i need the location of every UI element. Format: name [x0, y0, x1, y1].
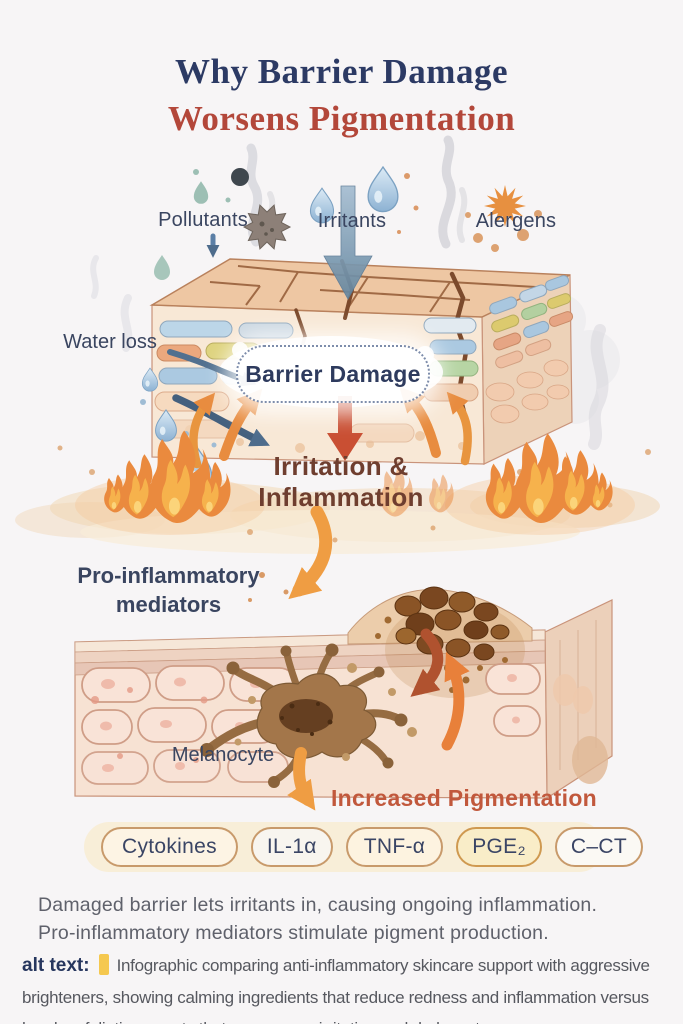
soot-dot-icon [231, 168, 249, 186]
water-loss-label: Water loss [63, 331, 157, 353]
increased-pigmentation-label: Increased Pigmentation [330, 785, 598, 811]
inflammation-text: Irritation & Inflammation [221, 451, 461, 513]
hazard-label-pollutants: Pollutants [158, 209, 248, 231]
melanocyte-label: Melanocyte [171, 744, 275, 766]
mediators-down-arrow [288, 505, 333, 600]
pigment-patch [394, 586, 510, 661]
hazard-label-allergens: Alergens [475, 210, 557, 232]
barrier-damage-label: Barrier Damage [245, 360, 421, 387]
alt-text-label: alt text: [22, 955, 90, 976]
mediator-specks [248, 572, 289, 602]
water-drop-icons [154, 166, 419, 280]
flames-right-icon [445, 433, 635, 535]
pollutant-particle-icon [242, 204, 292, 250]
caption-line1: Damaged barrier lets irritants in, causi… [38, 894, 598, 916]
pill-il-1-alpha: IL-1α [250, 827, 333, 867]
smoke-wisps-icon [90, 135, 609, 450]
mediators-text: Pro-inflammatory mediators [56, 561, 281, 619]
page-title-line2: Worsens Pigmentation [167, 99, 516, 138]
alt-text-line3: harsh exfoliating agents that can worsen… [22, 1019, 493, 1024]
flames-left-icon [75, 430, 265, 535]
allergen-starburst-icon [465, 185, 542, 252]
pill-c-ct: C–CT [554, 827, 643, 867]
pigmentation-down-arrow [287, 747, 316, 811]
text-cursor-icon [98, 954, 109, 975]
mediators-line1: Pro-inflammatory [77, 563, 260, 588]
barrier-damage-callout: Barrier Damage [236, 345, 430, 403]
mediators-line2: mediators [115, 592, 222, 617]
melanocyte-cell [200, 643, 417, 788]
pill-tnf-alpha: TNF-α [345, 827, 444, 867]
inflammation-line2: Inflammation [258, 482, 424, 512]
pigment-up-arrow [441, 651, 470, 751]
alt-text-line2: brighteners, showing calming ingredients… [22, 987, 649, 1007]
alt-text-line1: Infographic comparing anti-inflammatory … [116, 956, 650, 975]
mediator-into-skin-arrow [410, 628, 444, 697]
inflammation-line1: Irritation & [273, 451, 409, 481]
page-title-line1: Why Barrier Damage [174, 52, 508, 91]
hazard-label-irritants: Irritants [317, 210, 387, 232]
irritant-entry-arrow [323, 185, 373, 300]
caption-line2: Pro-inflammatory mediators stimulate pig… [38, 922, 549, 944]
inflammation-down-arrow [327, 396, 363, 461]
pill-cytokines: Cytokines [101, 827, 238, 867]
pill-pge2: PGE₂ [456, 827, 542, 867]
mediator-pill-band: Cytokines IL-1α TNF-α PGE₂ C–CT [84, 822, 643, 872]
alt-text-block: alt text: Infographic comparing anti-infl… [22, 950, 680, 1024]
